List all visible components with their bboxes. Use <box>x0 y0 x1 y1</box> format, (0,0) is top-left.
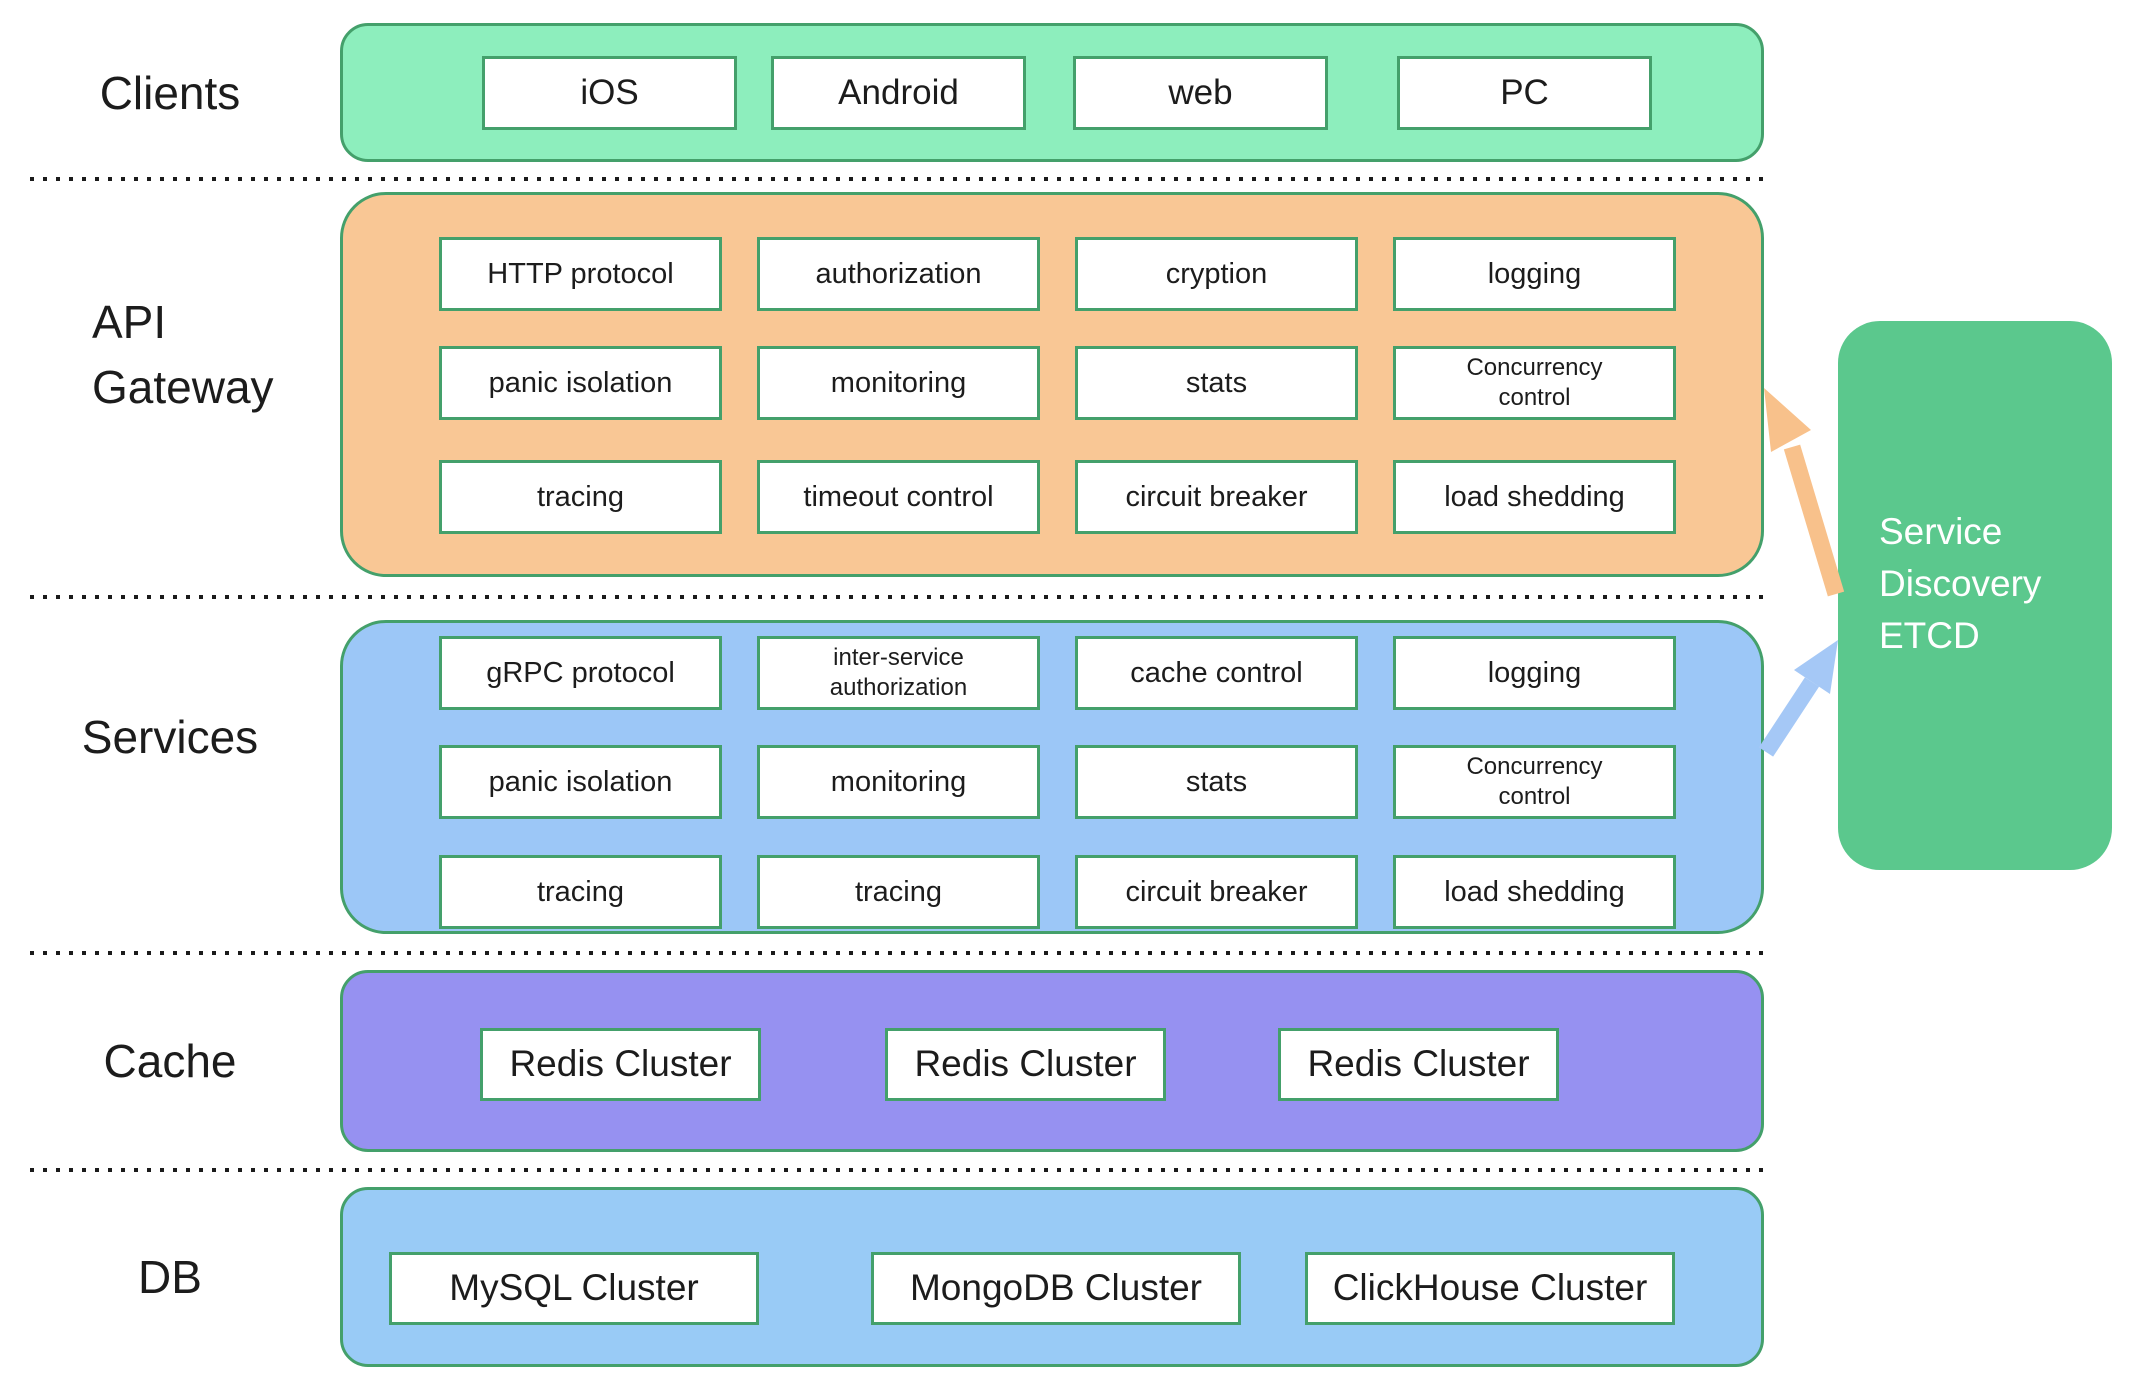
db-node-clickhouse: ClickHouse Cluster <box>1305 1252 1675 1325</box>
etcd-label-line3: ETCD <box>1879 615 1980 656</box>
services-cell-inter-service-authorization: inter-service authorization <box>757 636 1040 710</box>
services-cell-tracing-2: tracing <box>757 855 1040 929</box>
services-cell-concurrency-control: Concurrency control <box>1393 745 1676 819</box>
services-cell-stats: stats <box>1075 745 1358 819</box>
services-cell-load-shedding: load shedding <box>1393 855 1676 929</box>
layer-label-cache-text: Cache <box>103 1035 237 1087</box>
cache-layer: Redis Cluster Redis Cluster Redis Cluste… <box>340 970 1764 1152</box>
gateway-cell-authorization: authorization <box>757 237 1040 311</box>
clients-node-ios: iOS <box>482 56 737 130</box>
layer-label-clients: Clients <box>0 23 340 162</box>
services-cell-grpc-protocol: gRPC protocol <box>439 636 722 710</box>
gateway-cell-concurrency-control: Concurrency control <box>1393 346 1676 420</box>
clients-layer: iOS Android web PC <box>340 23 1764 162</box>
gateway-cell-circuit-breaker: circuit breaker <box>1075 460 1358 534</box>
services-cell-monitoring: monitoring <box>757 745 1040 819</box>
services-cell-circuit-breaker: circuit breaker <box>1075 855 1358 929</box>
layer-label-api-gateway-text: API Gateway <box>92 290 274 419</box>
layer-label-api-gateway: API Gateway <box>0 192 340 577</box>
gateway-cell-monitoring: monitoring <box>757 346 1040 420</box>
clients-node-pc: PC <box>1397 56 1652 130</box>
gateway-cell-logging: logging <box>1393 237 1676 311</box>
layer-label-services-text: Services <box>81 711 259 763</box>
gateway-cell-tracing: tracing <box>439 460 722 534</box>
api-gateway-label-line1: API <box>92 296 167 349</box>
gateway-cell-http-protocol: HTTP protocol <box>439 237 722 311</box>
services-layer: gRPC protocol inter-service authorizatio… <box>340 620 1764 934</box>
layer-label-db-text: DB <box>138 1251 202 1303</box>
gateway-cell-load-shedding: load shedding <box>1393 460 1676 534</box>
layer-label-clients-text: Clients <box>99 66 241 119</box>
api-gateway-label-line2: Gateway <box>92 360 274 413</box>
db-layer: MySQL Cluster MongoDB Cluster ClickHouse… <box>340 1187 1764 1367</box>
gateway-cell-cryption: cryption <box>1075 237 1358 311</box>
gateway-cell-stats: stats <box>1075 346 1358 420</box>
api-gateway-layer: HTTP protocol authorization cryption log… <box>340 192 1764 577</box>
db-node-mysql: MySQL Cluster <box>389 1252 759 1325</box>
services-cell-panic-isolation: panic isolation <box>439 745 722 819</box>
service-discovery-etcd-box: Service Discovery ETCD <box>1838 321 2112 870</box>
layer-separator-gateway-services <box>30 595 1766 599</box>
gateway-cell-timeout-control: timeout control <box>757 460 1040 534</box>
db-node-mongodb: MongoDB Cluster <box>871 1252 1241 1325</box>
layer-separator-services-cache <box>30 951 1766 955</box>
layer-label-cache: Cache <box>0 970 340 1152</box>
clients-node-web: web <box>1073 56 1328 130</box>
gateway-cell-panic-isolation: panic isolation <box>439 346 722 420</box>
cache-node-redis-2: Redis Cluster <box>885 1028 1166 1101</box>
clients-node-android: Android <box>771 56 1026 130</box>
layer-label-db: DB <box>0 1187 340 1367</box>
services-cell-cache-control: cache control <box>1075 636 1358 710</box>
cache-node-redis-1: Redis Cluster <box>480 1028 761 1101</box>
etcd-label-line1: Service <box>1879 511 2003 552</box>
services-cell-tracing-1: tracing <box>439 855 722 929</box>
services-to-etcd-arrow <box>1758 640 1838 757</box>
layer-label-services: Services <box>0 580 340 894</box>
services-cell-logging: logging <box>1393 636 1676 710</box>
layer-separator-cache-db <box>30 1168 1766 1172</box>
gateway-to-etcd-arrow <box>1764 388 1845 597</box>
layer-separator-clients-gateway <box>30 177 1766 181</box>
etcd-label-line2: Discovery <box>1879 563 2042 604</box>
cache-node-redis-3: Redis Cluster <box>1278 1028 1559 1101</box>
